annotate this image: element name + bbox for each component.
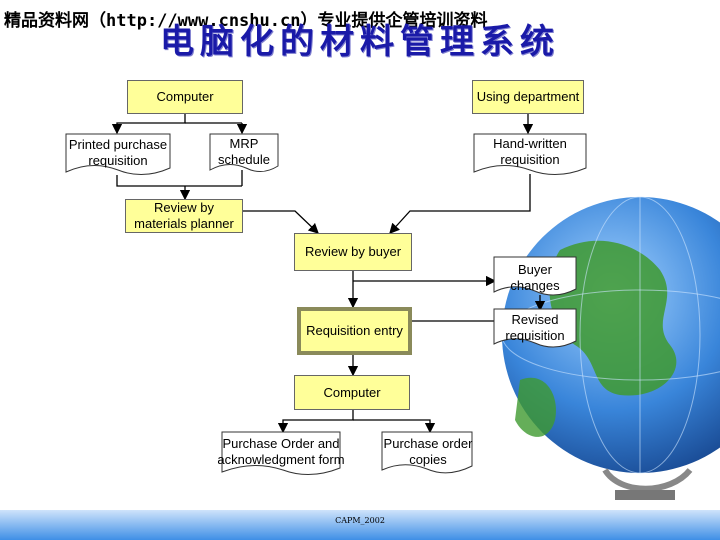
buyer-changes-doc: Buyer changes (494, 262, 576, 294)
mrp-schedule-label: MRP schedule (217, 136, 271, 167)
review-materials-planner-label: Review by materials planner (134, 200, 234, 231)
printed-purchase-requisition-doc: Printed purchase requisition (62, 137, 174, 169)
review-buyer-box: Review by buyer (294, 233, 412, 271)
hand-written-requisition-label: Hand-written requisition (493, 136, 567, 167)
revised-requisition-label: Revised requisition (505, 312, 565, 343)
page-title: 电脑化的材料管理系统 (160, 22, 560, 62)
computer-bottom-label: Computer (323, 384, 381, 400)
purchase-order-ack-label: Purchase Order and acknowledgment form (217, 436, 345, 467)
purchase-order-copies-label: Purchase order copies (383, 436, 473, 467)
review-materials-planner-box: Review by materials planner (125, 199, 243, 233)
purchase-order-copies-doc: Purchase order copies (382, 435, 474, 469)
buyer-changes-label: Buyer changes (510, 262, 560, 293)
requisition-entry-label: Requisition entry (306, 323, 403, 338)
hand-written-requisition-doc: Hand-written requisition (474, 136, 586, 168)
footer-bar (0, 510, 720, 540)
using-department-box: Using department (472, 80, 584, 114)
revised-requisition-doc: Revised requisition (494, 312, 576, 344)
using-department-label: Using department (476, 89, 580, 104)
review-buyer-label: Review by buyer (304, 244, 402, 259)
watermark-text: 精品资料网（http://www.cnshu.cn）专业提供企管培训资料 (4, 11, 488, 31)
computer-top-label: Computer (156, 89, 214, 104)
purchase-order-ack-doc: Purchase Order and acknowledgment form (210, 435, 352, 469)
computer-bottom-box: Computer (294, 375, 410, 410)
computer-top-box: Computer (127, 80, 243, 114)
requisition-entry-box: Requisition entry (297, 307, 412, 355)
footer-caption: CAPM_2002 (335, 516, 385, 525)
printed-purchase-requisition-label: Printed purchase requisition (68, 137, 168, 168)
mrp-schedule-doc: MRP schedule (208, 136, 280, 168)
